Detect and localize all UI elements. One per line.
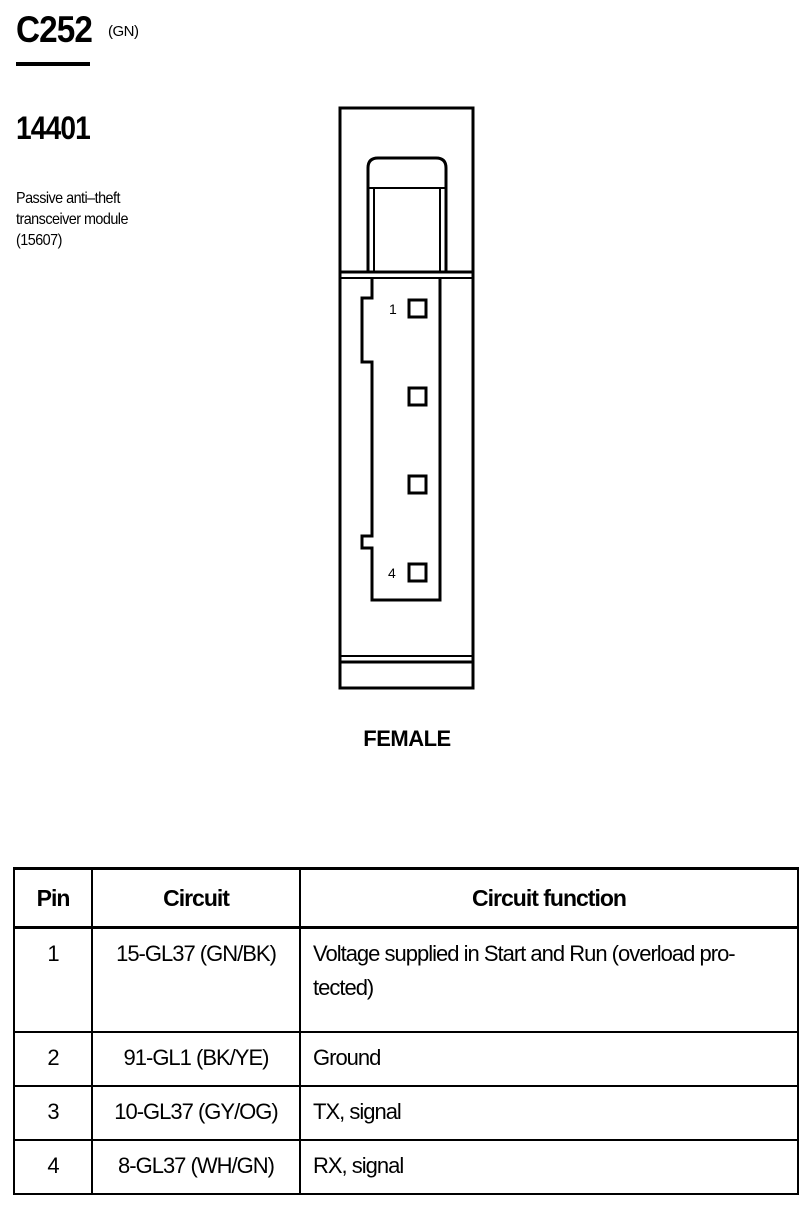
component-description-line: transceiver module (16, 211, 128, 228)
cavity-body (360, 278, 442, 602)
connector-gender-label: FEMALE (363, 726, 451, 751)
pin-cell: 1 (13, 926, 93, 1033)
table-header-row: Pin Circuit Circuit function (13, 867, 799, 929)
connector-color: (GN) (108, 23, 139, 40)
component-description: Passive anti–theft transceiver module (1… (16, 188, 128, 251)
connector-face-diagram: 1 4 (338, 106, 475, 690)
table-row: 3 10-GL37 (GY/OG) TX, signal (13, 1085, 799, 1141)
column-header-circuit-function: Circuit function (299, 867, 799, 929)
circuit-function-cell: TX, signal (299, 1085, 799, 1141)
pin-cavity-4 (407, 562, 428, 583)
circuit-function-cell: Ground (299, 1031, 799, 1087)
locking-latch (373, 188, 441, 272)
pin-label-4: 4 (388, 565, 396, 581)
table-row: 4 8-GL37 (WH/GN) RX, signal (13, 1139, 799, 1195)
circuit-function-cell: RX, signal (299, 1139, 799, 1195)
pin-cell: 3 (13, 1085, 93, 1141)
pin-cavity-1 (407, 298, 428, 319)
component-number: 14401 (16, 110, 91, 146)
table-row: 1 15-GL37 (GN/BK) Voltage supplied in St… (13, 926, 799, 1033)
connector-id-underline (16, 62, 90, 66)
connector-id: C252 (16, 9, 93, 50)
connector-housing (338, 106, 475, 690)
pin-cavity-3 (407, 474, 428, 495)
circuit-cell: 91-GL1 (BK/YE) (91, 1031, 301, 1087)
column-header-circuit: Circuit (91, 867, 301, 929)
pin-label-1: 1 (389, 301, 397, 317)
circuit-function-cell: Voltage supplied in Start and Run (overl… (299, 926, 799, 1033)
circuit-cell: 8-GL37 (WH/GN) (91, 1139, 301, 1195)
circuit-cell: 15-GL37 (GN/BK) (91, 926, 301, 1033)
pin-cell: 2 (13, 1031, 93, 1087)
pinout-table: Pin Circuit Circuit function 1 15-GL37 (… (13, 867, 799, 1195)
locking-latch (366, 156, 448, 272)
pin-cell: 4 (13, 1139, 93, 1195)
pin-cavity-2 (407, 386, 428, 407)
column-header-pin: Pin (13, 867, 93, 929)
table-row: 2 91-GL1 (BK/YE) Ground (13, 1031, 799, 1087)
component-description-line: (15607) (16, 232, 62, 249)
component-description-line: Passive anti–theft (16, 190, 120, 207)
circuit-cell: 10-GL37 (GY/OG) (91, 1085, 301, 1141)
